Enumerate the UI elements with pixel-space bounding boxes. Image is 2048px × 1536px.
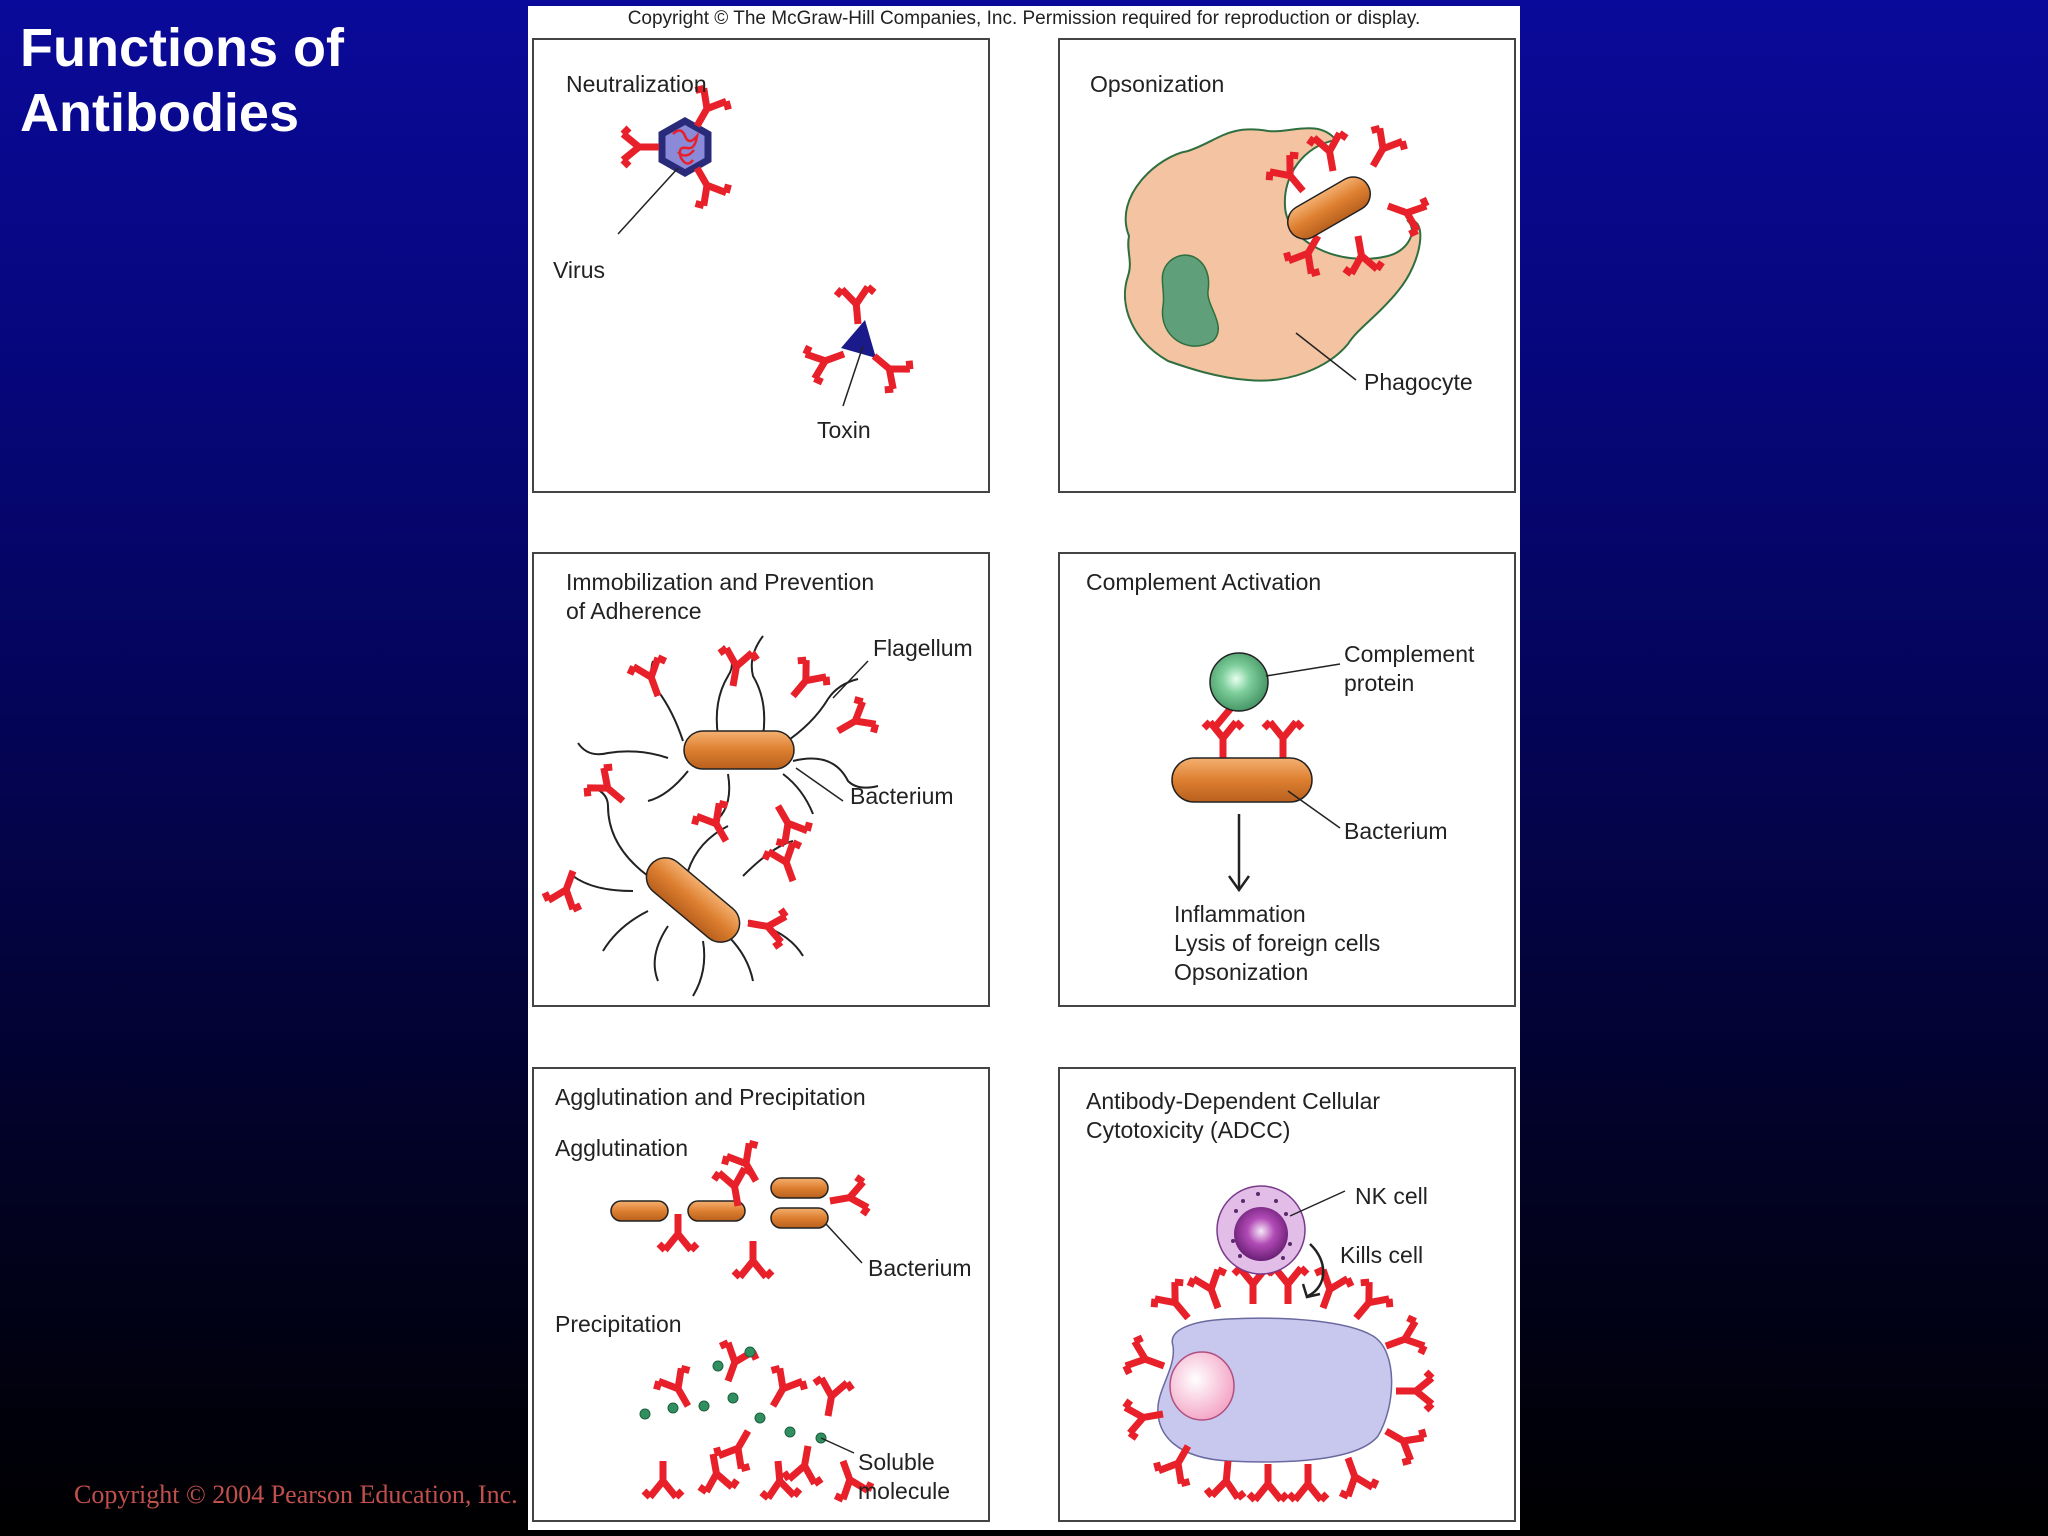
immobilization-title-line2: of Adherence — [566, 598, 702, 624]
panel-complement-activation — [1058, 552, 1516, 1007]
bacterium-label-immobilization: Bacterium — [850, 783, 954, 809]
precipitation-subtitle: Precipitation — [555, 1311, 682, 1337]
adcc-title-line2: Cytotoxicity (ADCC) — [1086, 1117, 1291, 1143]
kills-cell-label: Kills cell — [1340, 1242, 1424, 1268]
phagocyte-label: Phagocyte — [1364, 369, 1473, 395]
outcome-inflammation: Inflammation — [1174, 901, 1306, 927]
complement-illustration — [1171, 652, 1341, 893]
neutralization-title: Neutralization — [566, 71, 707, 97]
outcome-lysis: Lysis of foreign cells — [1174, 930, 1381, 956]
panel-immobilization — [532, 552, 990, 1007]
figure-illustrations — [528, 6, 1520, 1530]
soluble-molecule-label-line2: molecule — [858, 1478, 951, 1504]
opsonization-illustration — [1123, 125, 1428, 382]
adcc-illustration — [1124, 1185, 1432, 1500]
immobilization-title-line1: Immobilization and Prevention — [566, 569, 875, 595]
panel-agglutination-precipitation — [532, 1067, 990, 1522]
slide-title: Functions of Antibodies — [20, 18, 344, 143]
neutralization-illustration — [617, 85, 914, 407]
bacterium-label-agglutination: Bacterium — [868, 1255, 972, 1281]
precipitation-illustration — [639, 1341, 873, 1502]
antibody-functions-figure: Copyright © The McGraw-Hill Companies, I… — [528, 6, 1520, 1530]
agglutination-title: Agglutination and Precipitation — [555, 1084, 866, 1110]
panel-adcc — [1058, 1067, 1516, 1522]
immobilization-bacteria-antibodies — [543, 647, 879, 950]
panel-neutralization — [532, 38, 990, 493]
complement-title: Complement Activation — [1086, 569, 1322, 595]
toxin-label: Toxin — [817, 417, 871, 443]
opsonization-title: Opsonization — [1090, 71, 1225, 97]
outcome-opsonization: Opsonization — [1174, 959, 1309, 985]
virus-label: Virus — [553, 257, 605, 283]
agglutination-illustration — [610, 1140, 869, 1277]
nk-cell-label: NK cell — [1355, 1183, 1428, 1209]
figure-copyright: Copyright © The McGraw-Hill Companies, I… — [627, 8, 1421, 29]
agglutination-subtitle: Agglutination — [555, 1135, 688, 1161]
soluble-molecule-label-line1: Soluble — [858, 1449, 935, 1475]
panel-opsonization — [1058, 38, 1516, 493]
footer-copyright: Copyright © 2004 Pearson Education, Inc. — [74, 1480, 518, 1509]
complement-protein-label-line1: Complement — [1344, 641, 1475, 667]
flagellum-label: Flagellum — [873, 635, 973, 661]
complement-protein-label-line2: protein — [1344, 670, 1415, 696]
adcc-title-line1: Antibody-Dependent Cellular — [1086, 1088, 1381, 1114]
bacterium-label-complement: Bacterium — [1344, 818, 1448, 844]
